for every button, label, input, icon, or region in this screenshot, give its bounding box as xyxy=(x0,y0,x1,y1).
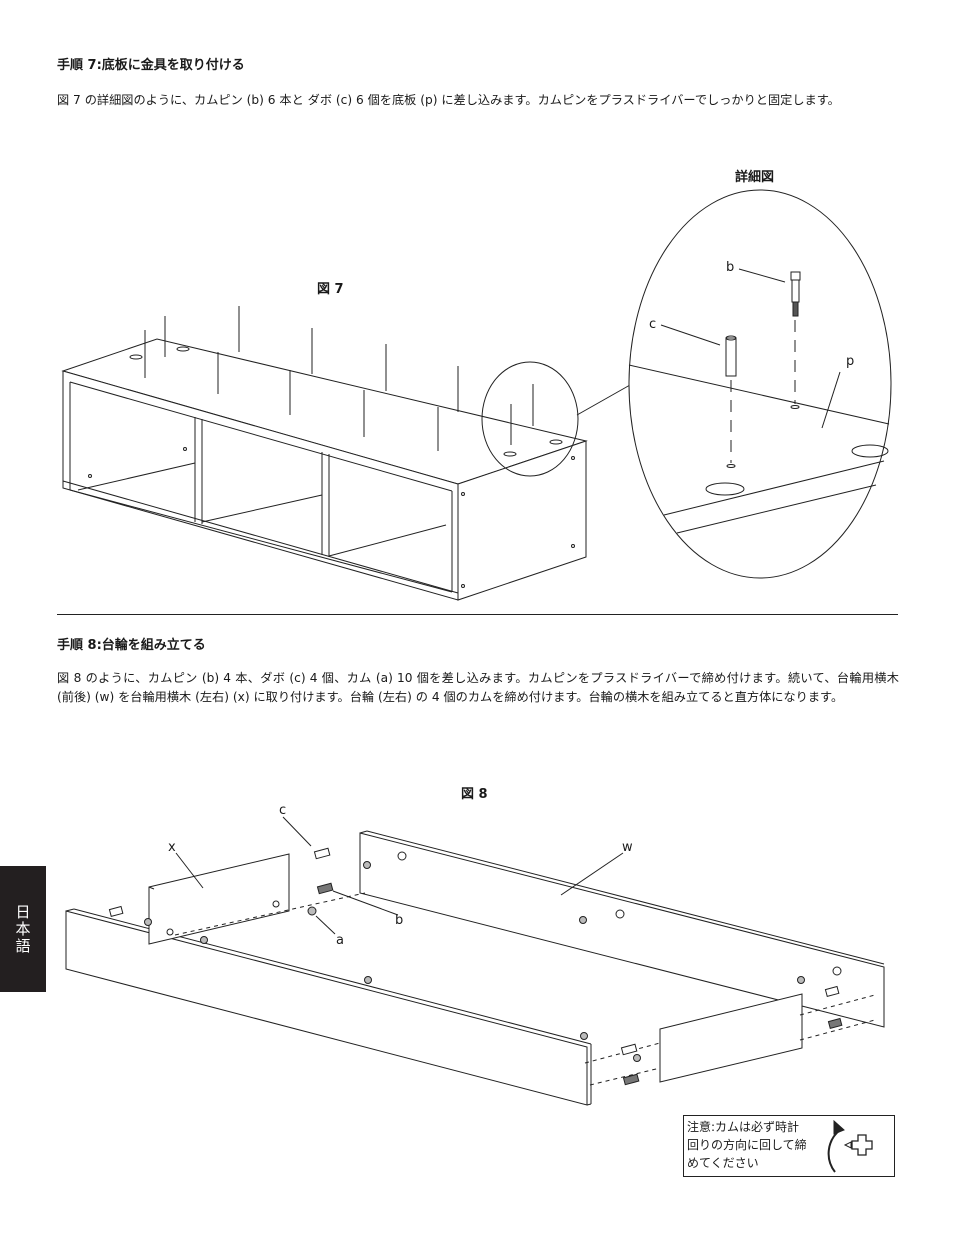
part-x-label: x xyxy=(168,840,176,855)
step7-heading: 手順 7:底板に金具を取り付ける xyxy=(57,58,245,73)
section-divider xyxy=(57,614,898,615)
part-w-label: w xyxy=(622,840,633,855)
caution-note-box: 注意:カムは必ず時計回りの方向に回して締めてください xyxy=(683,1115,895,1177)
detail-view-label: 詳細図 xyxy=(735,170,775,185)
part-c-label: c xyxy=(279,803,287,818)
step8-heading: 手順 8:台輪を組み立てる xyxy=(57,638,206,653)
step8-instructions: 図 8 のように、カムピン (b) 4 本、ダボ (c) 4 個、カム (a) … xyxy=(57,671,899,704)
detail-oval xyxy=(628,189,892,579)
part-a-label: a xyxy=(336,933,344,948)
step7-instructions: 図 7 の詳細図のように、カムピン (b) 6 本と ダボ (c) 6 個を底板… xyxy=(57,93,840,107)
figure8-label: 図 8 xyxy=(461,787,488,802)
language-tab: 日本語 xyxy=(0,866,46,992)
figure8-drawing xyxy=(65,816,885,1106)
clockwise-rotation-icon xyxy=(827,1119,873,1173)
detail-part-b: b xyxy=(726,260,735,275)
detail-callout-circle xyxy=(481,361,579,477)
figure7-label: 図 7 xyxy=(317,282,344,297)
detail-part-c: c xyxy=(649,317,657,332)
detail-part-p: p xyxy=(846,354,855,369)
part-b-label: b xyxy=(395,913,404,928)
language-tab-label: 日本語 xyxy=(13,903,32,955)
figure7-cabinet xyxy=(61,306,588,601)
caution-note-text: 注意:カムは必ず時計回りの方向に回して締めてください xyxy=(687,1120,807,1170)
